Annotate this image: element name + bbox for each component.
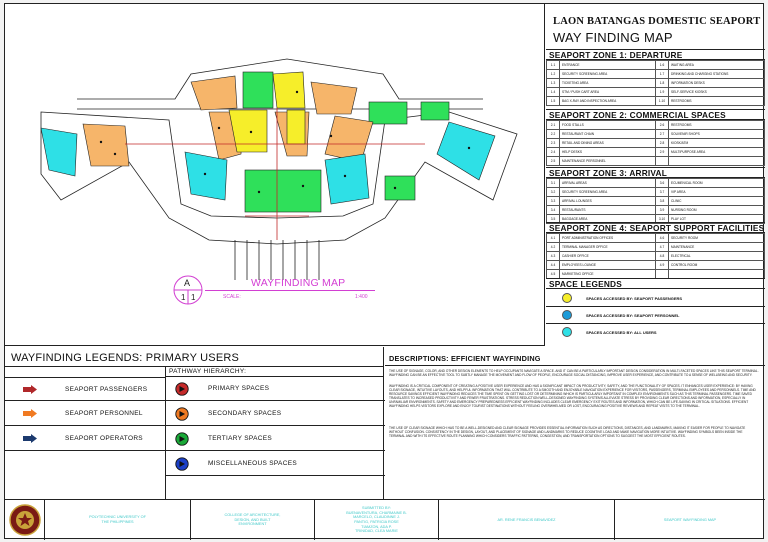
floor-plan-area: A 1 1 WAYFINDING MAP SCALE: 1:400 [5,4,545,346]
pathway-row-tertiary: TERTIARY SPACES [166,427,385,451]
pathway-row-secondary: SECONDARY SPACES [166,402,385,426]
arrow-right-icon [23,434,37,443]
description-paragraph: WAYFINDING IS A CRITICAL COMPONENT OF CR… [389,384,756,408]
sheet-title: WAY FINDING MAP [553,30,673,45]
arrow-right-icon [23,385,37,394]
space-legend-personnel: SPACES ACCESSED BY: SEAPORT PERSONNEL [546,307,765,324]
logo-cell [5,500,45,540]
description-paragraph: THE USE OF SIGNAGE, COLOR, AND OTHER DES… [389,369,759,377]
zone-4: SEAPORT ZONE 4: SEAPORT SUPPORT FACILITI… [546,222,765,279]
user-row-personnel: SEAPORT PERSONNEL [5,402,165,426]
miscellaneous-pathway-icon [175,457,189,471]
primary-pathway-icon [175,382,189,396]
floor-plan-drawing [40,58,518,280]
marker-letter: A [184,278,191,288]
secondary-pathway-icon [175,407,189,421]
description-paragraph: THE USE OF CLEAR SIGNAGE WHICH HAS TO BE… [389,426,746,438]
cyan-swatch-icon [562,327,572,337]
legends-box: SEAPORT PASSENGERS SEAPORT PERSONNEL SEA… [5,366,385,500]
tertiary-pathway-icon [175,432,189,446]
marker-num-left: 1 [181,293,186,302]
members-cell: SUBMITTED BY: BUENAVENTURA, CHARMAINE B.… [315,500,439,540]
zone-title: SEAPORT ZONE 2: COMMERCIAL SPACES [546,109,765,120]
wayfinding-legends: WAYFINDING LEGENDS: PRIMARY USERS SEAPOR… [5,347,385,500]
description-divider [385,365,765,366]
sheet-footer: POLYTECHNIC UNIVERSITY OF THE PHILIPPINE… [5,499,765,540]
college-cell: COLLEGE OF ARCHITECTURE, DESIGN, AND BUI… [191,500,315,540]
pathway-hierarchy-title: PATHWAY HIERARCHY: [166,367,384,377]
zone-title: SEAPORT ZONE 3: ARRIVAL [546,167,765,178]
instructor-cell: AR. RENE FRANCIS BENAVIDEZ [439,500,615,540]
yellow-swatch-icon [562,293,572,303]
drawing-sheet: A 1 1 WAYFINDING MAP SCALE: 1:400 LAON B… [4,3,765,540]
marker-num-right: 1 [191,293,196,302]
zone-title: SEAPORT ZONE 4: SEAPORT SUPPORT FACILITI… [546,222,765,233]
project-title: LAON BATANGAS DOMESTIC SEAPORT [553,16,761,27]
scale-label: SCALE: [223,294,241,300]
blue-swatch-icon [562,310,572,320]
space-legends-title: SPACE LEGENDS [546,278,765,289]
user-row-passengers: SEAPORT PASSENGERS [5,377,165,401]
space-legend-passengers: SPACES ACCESSED BY: SEAPORT PASSENGERS [546,290,765,307]
drawing-title: WAYFINDING MAP [251,277,346,289]
title-underline [205,290,375,291]
legend-panel: LAON BATANGAS DOMESTIC SEAPORT WAY FINDI… [546,4,765,346]
arrow-right-icon [23,409,37,418]
sheet-name-cell: SEAPORT WAYFINDING MAP [663,517,717,522]
user-row-operators: SEAPORT OPERATORS [5,427,165,451]
space-legend-all-users: SPACES ACCESSED BY: ALL USERS [546,324,765,341]
wayfinding-legends-title: WAYFINDING LEGENDS: PRIMARY USERS [11,352,240,364]
pathway-row-primary: PRIMARY SPACES [166,377,385,401]
description-title: DESCRIPTIONS: EFFICIENT WAYFINDING [389,354,541,363]
scale-value: 1:400 [355,294,368,300]
drawing-title-block: A 1 1 WAYFINDING MAP SCALE: 1:400 [173,272,375,310]
pathway-hierarchy: PATHWAY HIERARCHY: PRIMARY SPACES SECOND… [165,367,385,500]
pathway-row-miscellaneous: MISCELLANEOUS SPACES [166,452,385,476]
school-cell: POLYTECHNIC UNIVERSITY OF THE PHILIPPINE… [45,500,191,540]
university-seal-icon [8,504,41,536]
zone-title: SEAPORT ZONE 1: DEPARTURE [546,49,765,60]
section-marker [173,275,203,305]
description-block: DESCRIPTIONS: EFFICIENT WAYFINDING THE U… [385,347,765,499]
